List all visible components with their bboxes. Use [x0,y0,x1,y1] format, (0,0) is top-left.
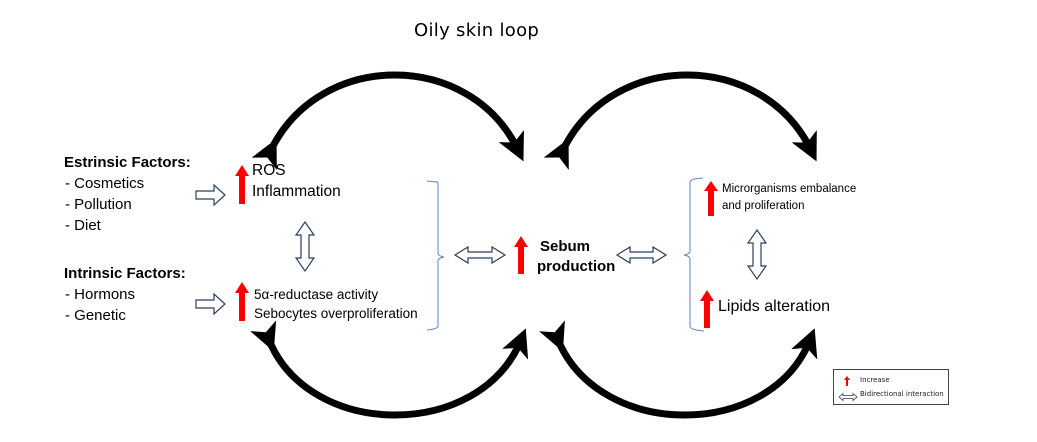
node-line: and proliferation [722,200,805,212]
sebum-production-node: Sebum production [537,237,615,277]
bidirectional-arrow-right-vertical [746,228,768,281]
increase-arrow-lipids [700,290,714,328]
extrinsic-heading: Estrinsic Factors: [64,154,191,171]
node-line: Sebocytes overproliferation [254,306,418,321]
legend-increase-label: Increase [860,376,890,384]
loop-arrow-bottom-left [250,320,529,419]
legend-bidirectional-icon [838,389,858,402]
node-line: Microrganisms embalance [722,183,857,195]
loop-arrow-bottom-right [539,320,818,419]
intrinsic-item: - Genetic [65,307,126,324]
increase-arrow-sebum [514,236,528,274]
microorganisms-node: Microrganisms embalance and proliferatio… [722,181,856,215]
bidirectional-arrow-left-vertical [294,220,316,273]
node-line: production [537,258,616,275]
node-line: 5α-reductase activity [254,287,379,302]
bracket-left [426,180,445,331]
outline-arrow-intrinsic [195,292,226,316]
loop-arrow-top-right [543,71,817,170]
intrinsic-factors: Intrinsic Factors: - Hormons - Genetic [64,265,186,326]
increase-arrow-microorganisms [704,181,718,216]
increase-arrow-ros [235,165,249,204]
bracket-right [683,177,705,332]
intrinsic-heading: Intrinsic Factors: [64,265,186,282]
lipids-alteration-node: Lipids alteration [718,298,831,315]
legend-bidirectional-label: Bidirectional interaction [860,390,944,398]
legend-increase-icon [842,374,852,386]
extrinsic-factors: Estrinsic Factors: - Cosmetics - Polluti… [64,154,191,236]
diagram-title: Oily skin loop [414,20,540,41]
outline-arrow-extrinsic [195,183,226,207]
extrinsic-item: - Pollution [65,196,132,213]
bidirectional-arrow-center-right [615,245,668,265]
node-line: Sebum [540,238,591,255]
node-line: Inflammation [252,183,341,200]
loop-arrow-top-left [251,71,524,170]
increase-arrow-reductase [235,282,249,321]
bidirectional-arrow-left-center [453,245,507,265]
intrinsic-item: - Hormons [65,286,136,303]
legend: Increase Bidirectional interaction [833,369,949,405]
reductase-sebocytes-node: 5α-reductase activity Sebocytes overprol… [254,285,418,323]
extrinsic-item: - Cosmetics [65,175,145,192]
extrinsic-item: - Diet [65,217,101,234]
